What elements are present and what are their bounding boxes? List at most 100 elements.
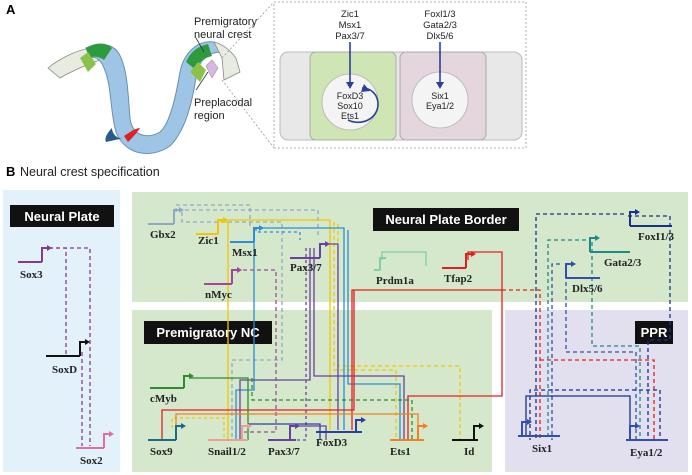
panel-a: A Premigratory neural crest Preplacodal … — [6, 1, 527, 154]
link-msx1-foxd3 — [256, 227, 345, 430]
link-snail-foxd3 — [248, 423, 321, 440]
link-nmyc-snail — [236, 269, 277, 433]
link-eya-six1 — [529, 389, 661, 440]
gene-sox9-label: Sox9 — [150, 446, 173, 458]
embryo-illustration — [47, 41, 241, 154]
link-tfap2-eya — [540, 359, 655, 440]
gene-gata23-label: Gata2/3 — [604, 257, 642, 269]
gene-sox2-label: Sox2 — [80, 455, 103, 467]
gene-zic1-label: Zic1 — [198, 235, 219, 247]
gene-sox3-label: Sox3 — [20, 269, 43, 281]
gene-ets1-label: Ets1 — [390, 446, 411, 458]
gene-prdm1a-label: Prdm1a — [376, 275, 414, 287]
cell-right-tf-1: Foxl1/3 — [424, 9, 455, 20]
ppr-label: PPR — [641, 325, 668, 340]
gene-ets1: Ets1 — [390, 423, 428, 458]
premigratory-label: Premigratory NC — [156, 325, 260, 340]
link-zic1-foxd3 — [220, 219, 331, 430]
link-tfap2-six1 — [502, 289, 541, 440]
link-foxi13-six1 — [535, 213, 624, 440]
link-pax37-pax37b — [290, 248, 307, 441]
link-cmyb-snail — [190, 377, 249, 440]
cell-right-target-2: Eya1/2 — [426, 101, 454, 111]
gene-tfap2: Tfap2 — [442, 251, 476, 285]
gene-pax37-top: Pax3/7 — [290, 241, 330, 274]
gene-eya12-label: Eya1/2 — [630, 447, 663, 459]
cell-right-tf-2: Gata2/3 — [423, 20, 457, 31]
cell-left-tf-1: Zic1 — [341, 9, 359, 20]
cell-left-target-3: Ets1 — [341, 111, 359, 121]
gene-pax37-bottom: Pax3/7 — [268, 423, 300, 458]
link-gata23-eya — [591, 242, 641, 440]
neural-plate-label: Neural Plate — [24, 209, 99, 224]
gene-cmyb-label: cMyb — [150, 393, 177, 405]
gene-gata23: Gata2/3 — [589, 235, 642, 269]
link-dlx56-six1 — [551, 263, 560, 440]
preplacodal-label-line1: Preplacodal — [194, 97, 252, 109]
gene-foxd3: FoxD3 — [316, 417, 366, 449]
gene-sox9: Sox9 — [148, 423, 186, 458]
gene-cmyb: cMyb — [150, 373, 194, 405]
link-zic1-ets1 — [333, 222, 397, 440]
link-pax37-ets1 — [313, 248, 405, 440]
cell-left-target-1: FoxD3 — [337, 91, 364, 101]
gene-sox2: Sox2 — [76, 431, 114, 467]
link-gbx2-msx1 — [175, 204, 251, 226]
border-label: Neural Plate Border — [385, 212, 506, 227]
cell-left-target-2: Sox10 — [337, 101, 363, 111]
neural-plate-region — [3, 190, 120, 472]
link-msx1-snail — [235, 230, 255, 440]
preplacodal-label-line2: region — [194, 110, 225, 122]
link-tfap2-sox9 — [161, 290, 355, 440]
link-gbx2-pax37 — [178, 209, 319, 238]
premigratory-label-line1: Premigratory — [194, 16, 257, 28]
cell-right-target-1: Six1 — [431, 91, 449, 101]
link-cmyb-ets1 — [251, 378, 413, 440]
gene-dlx56-label: Dlx5/6 — [572, 283, 603, 295]
gene-six1-label: Six1 — [532, 443, 552, 455]
gene-id-label: Id — [464, 446, 474, 458]
link-sox9-snail — [171, 417, 225, 440]
link-zic1-snail — [220, 221, 229, 440]
gene-dlx56: Dlx5/6 — [565, 261, 603, 295]
link-pax37b-foxd3 — [296, 425, 327, 440]
link-tfap2-ets1 — [407, 290, 503, 440]
gene-soxd: SoxD — [46, 339, 90, 376]
gene-snail12: Snail1/2 — [208, 423, 252, 458]
cell-left-tf-2: Msx1 — [339, 20, 362, 31]
gene-foxi13-label: FoxI1/3 — [638, 231, 675, 243]
link-dlx56-eya — [565, 268, 637, 440]
gene-soxd-label: SoxD — [52, 364, 77, 376]
link-gata23-six1 — [547, 239, 586, 440]
gene-snail12-label: Snail1/2 — [208, 446, 246, 458]
premigratory-label-line2: neural crest — [194, 29, 251, 41]
gene-tfap2-label: Tfap2 — [444, 273, 473, 285]
link-msx1-ets1 — [347, 230, 401, 440]
gene-eya12: Eya1/2 — [626, 423, 668, 459]
cell-right-tf-3: Dlx5/6 — [427, 31, 454, 42]
gene-nmyc-label: nMyc — [205, 289, 232, 301]
link-msx1-pax37 — [255, 228, 301, 240]
panel-b-letter: B — [6, 164, 15, 179]
gene-pax37-bottom-label: Pax3/7 — [268, 446, 300, 458]
gene-foxd3-label: FoxD3 — [316, 437, 348, 449]
link-six1-eya — [525, 395, 631, 440]
link-foxi13-eya — [628, 215, 671, 440]
panel-b: B Neural crest specification Neural Plat… — [3, 164, 688, 472]
link-prdm1a — [381, 251, 427, 266]
gene-nmyc: nMyc — [204, 267, 242, 301]
regulatory-links — [42, 204, 671, 446]
link-sox3-sox2 — [42, 247, 91, 446]
link-gbx2-snail — [181, 212, 283, 440]
cell-left-tf-3: Pax3/7 — [335, 31, 365, 42]
gene-msx1-label: Msx1 — [232, 247, 258, 259]
gene-foxi13: FoxI1/3 — [629, 209, 675, 243]
gene-sox3: Sox3 — [18, 245, 52, 281]
gene-id: Id — [452, 423, 484, 458]
panel-a-letter: A — [6, 2, 16, 17]
gene-prdm1a: Prdm1a — [374, 257, 414, 287]
gene-gbx2-label: Gbx2 — [150, 229, 176, 241]
gene-gbx2: Gbx2 — [148, 207, 184, 241]
gene-msx1: Msx1 — [230, 225, 264, 259]
